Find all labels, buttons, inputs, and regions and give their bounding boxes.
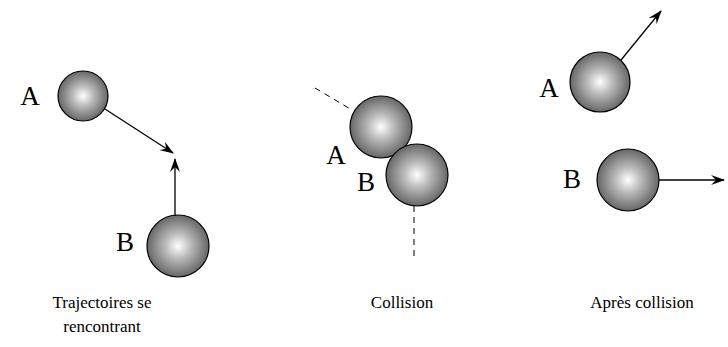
panel-caption: Trajectoires se rencontrant <box>32 291 172 339</box>
ball <box>147 215 209 277</box>
ball <box>570 52 630 112</box>
velocity-arrow <box>174 159 175 216</box>
panel-caption: Collision <box>371 291 433 315</box>
ball <box>58 71 108 121</box>
ball-label: B <box>116 228 134 258</box>
velocity-arrow <box>621 11 661 60</box>
ball <box>597 149 659 211</box>
ball <box>386 144 448 206</box>
velocity-arrow <box>105 109 173 153</box>
ball-label: A <box>539 74 559 104</box>
panel-caption: Après collision <box>590 291 693 315</box>
ball-label: A <box>326 141 346 171</box>
ball-label: A <box>20 82 40 112</box>
ball-label: B <box>563 165 581 195</box>
trajectory-line <box>414 206 415 256</box>
ball-label: B <box>357 168 375 198</box>
trajectory-line <box>315 88 352 110</box>
velocity-arrow <box>659 179 724 180</box>
